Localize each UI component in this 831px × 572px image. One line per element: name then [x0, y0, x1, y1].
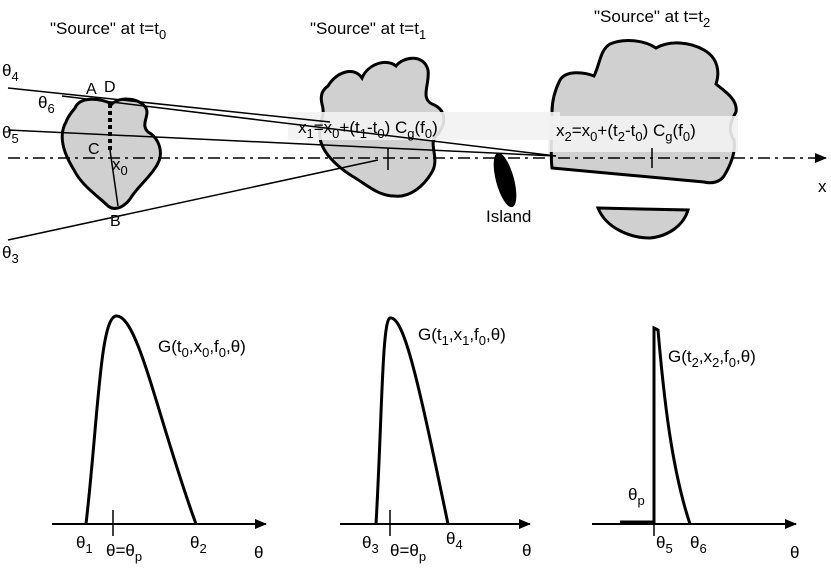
label-point-c: C — [88, 141, 100, 158]
label-g-t2: G(t2,x2,f0,θ) — [668, 347, 756, 370]
label-g-t0: G(t0,x0,f0,θ) — [158, 337, 246, 360]
label-theta3: θ3 — [2, 243, 19, 266]
label-tick-theta5: θ5 — [656, 533, 673, 556]
curve-g-t1 — [374, 316, 450, 525]
label-theta6: θ6 — [38, 93, 55, 116]
label-theta4: θ4 — [2, 61, 19, 84]
source-blob-t0 — [60, 97, 162, 210]
source-title-t2: "Source" at t=t2 — [594, 7, 710, 30]
label-x-axis: x — [818, 177, 827, 196]
label-tick-theta2: θ2 — [190, 533, 207, 556]
ray-theta5 — [7, 129, 557, 157]
source-blob-t2 — [549, 39, 738, 185]
label-tick-theta1: θ1 — [76, 533, 93, 556]
label-theta-p-3: θp — [628, 485, 645, 508]
label-theta-axis-2: θ — [522, 541, 531, 560]
segment-cb — [109, 149, 119, 207]
label-theta5: θ5 — [2, 123, 19, 146]
label-x0: x0 — [112, 155, 128, 178]
eq1-highlight — [288, 112, 560, 140]
label-tick-theta3: θ3 — [362, 533, 379, 556]
equation-x2: x2=x0+(t2-t0) Cg(f0) — [556, 121, 696, 144]
label-theta-p-eq-1: θ=θp — [106, 541, 142, 564]
source-blob-t2-lower — [595, 206, 690, 240]
label-point-b: B — [110, 213, 121, 230]
source-title-t1: "Source" at t=t1 — [310, 19, 426, 42]
eq2-highlight — [548, 116, 738, 152]
label-theta-p-eq-2: θ=θp — [390, 541, 426, 564]
equation-x1: x1=x0+(t1-t0) Cg(f0) — [298, 118, 438, 141]
source-title-t0: "Source" at t=t0 — [50, 19, 166, 42]
label-g-t1: G(t1,x1,f0,θ) — [418, 325, 506, 348]
label-island: Island — [486, 207, 531, 226]
label-point-d: D — [104, 79, 116, 96]
island-shape — [493, 152, 517, 208]
curve-g-t0 — [84, 314, 198, 525]
label-tick-theta6: θ6 — [690, 533, 707, 556]
curve-g-t2 — [620, 325, 692, 525]
label-point-a: A — [86, 81, 97, 98]
ray-theta4 — [7, 87, 331, 123]
ray-theta6 — [61, 95, 557, 157]
ray-theta3 — [7, 159, 379, 241]
label-theta-axis-1: θ — [254, 543, 263, 562]
label-tick-theta4: θ4 — [446, 529, 463, 552]
label-theta-axis-3: θ — [790, 543, 799, 562]
